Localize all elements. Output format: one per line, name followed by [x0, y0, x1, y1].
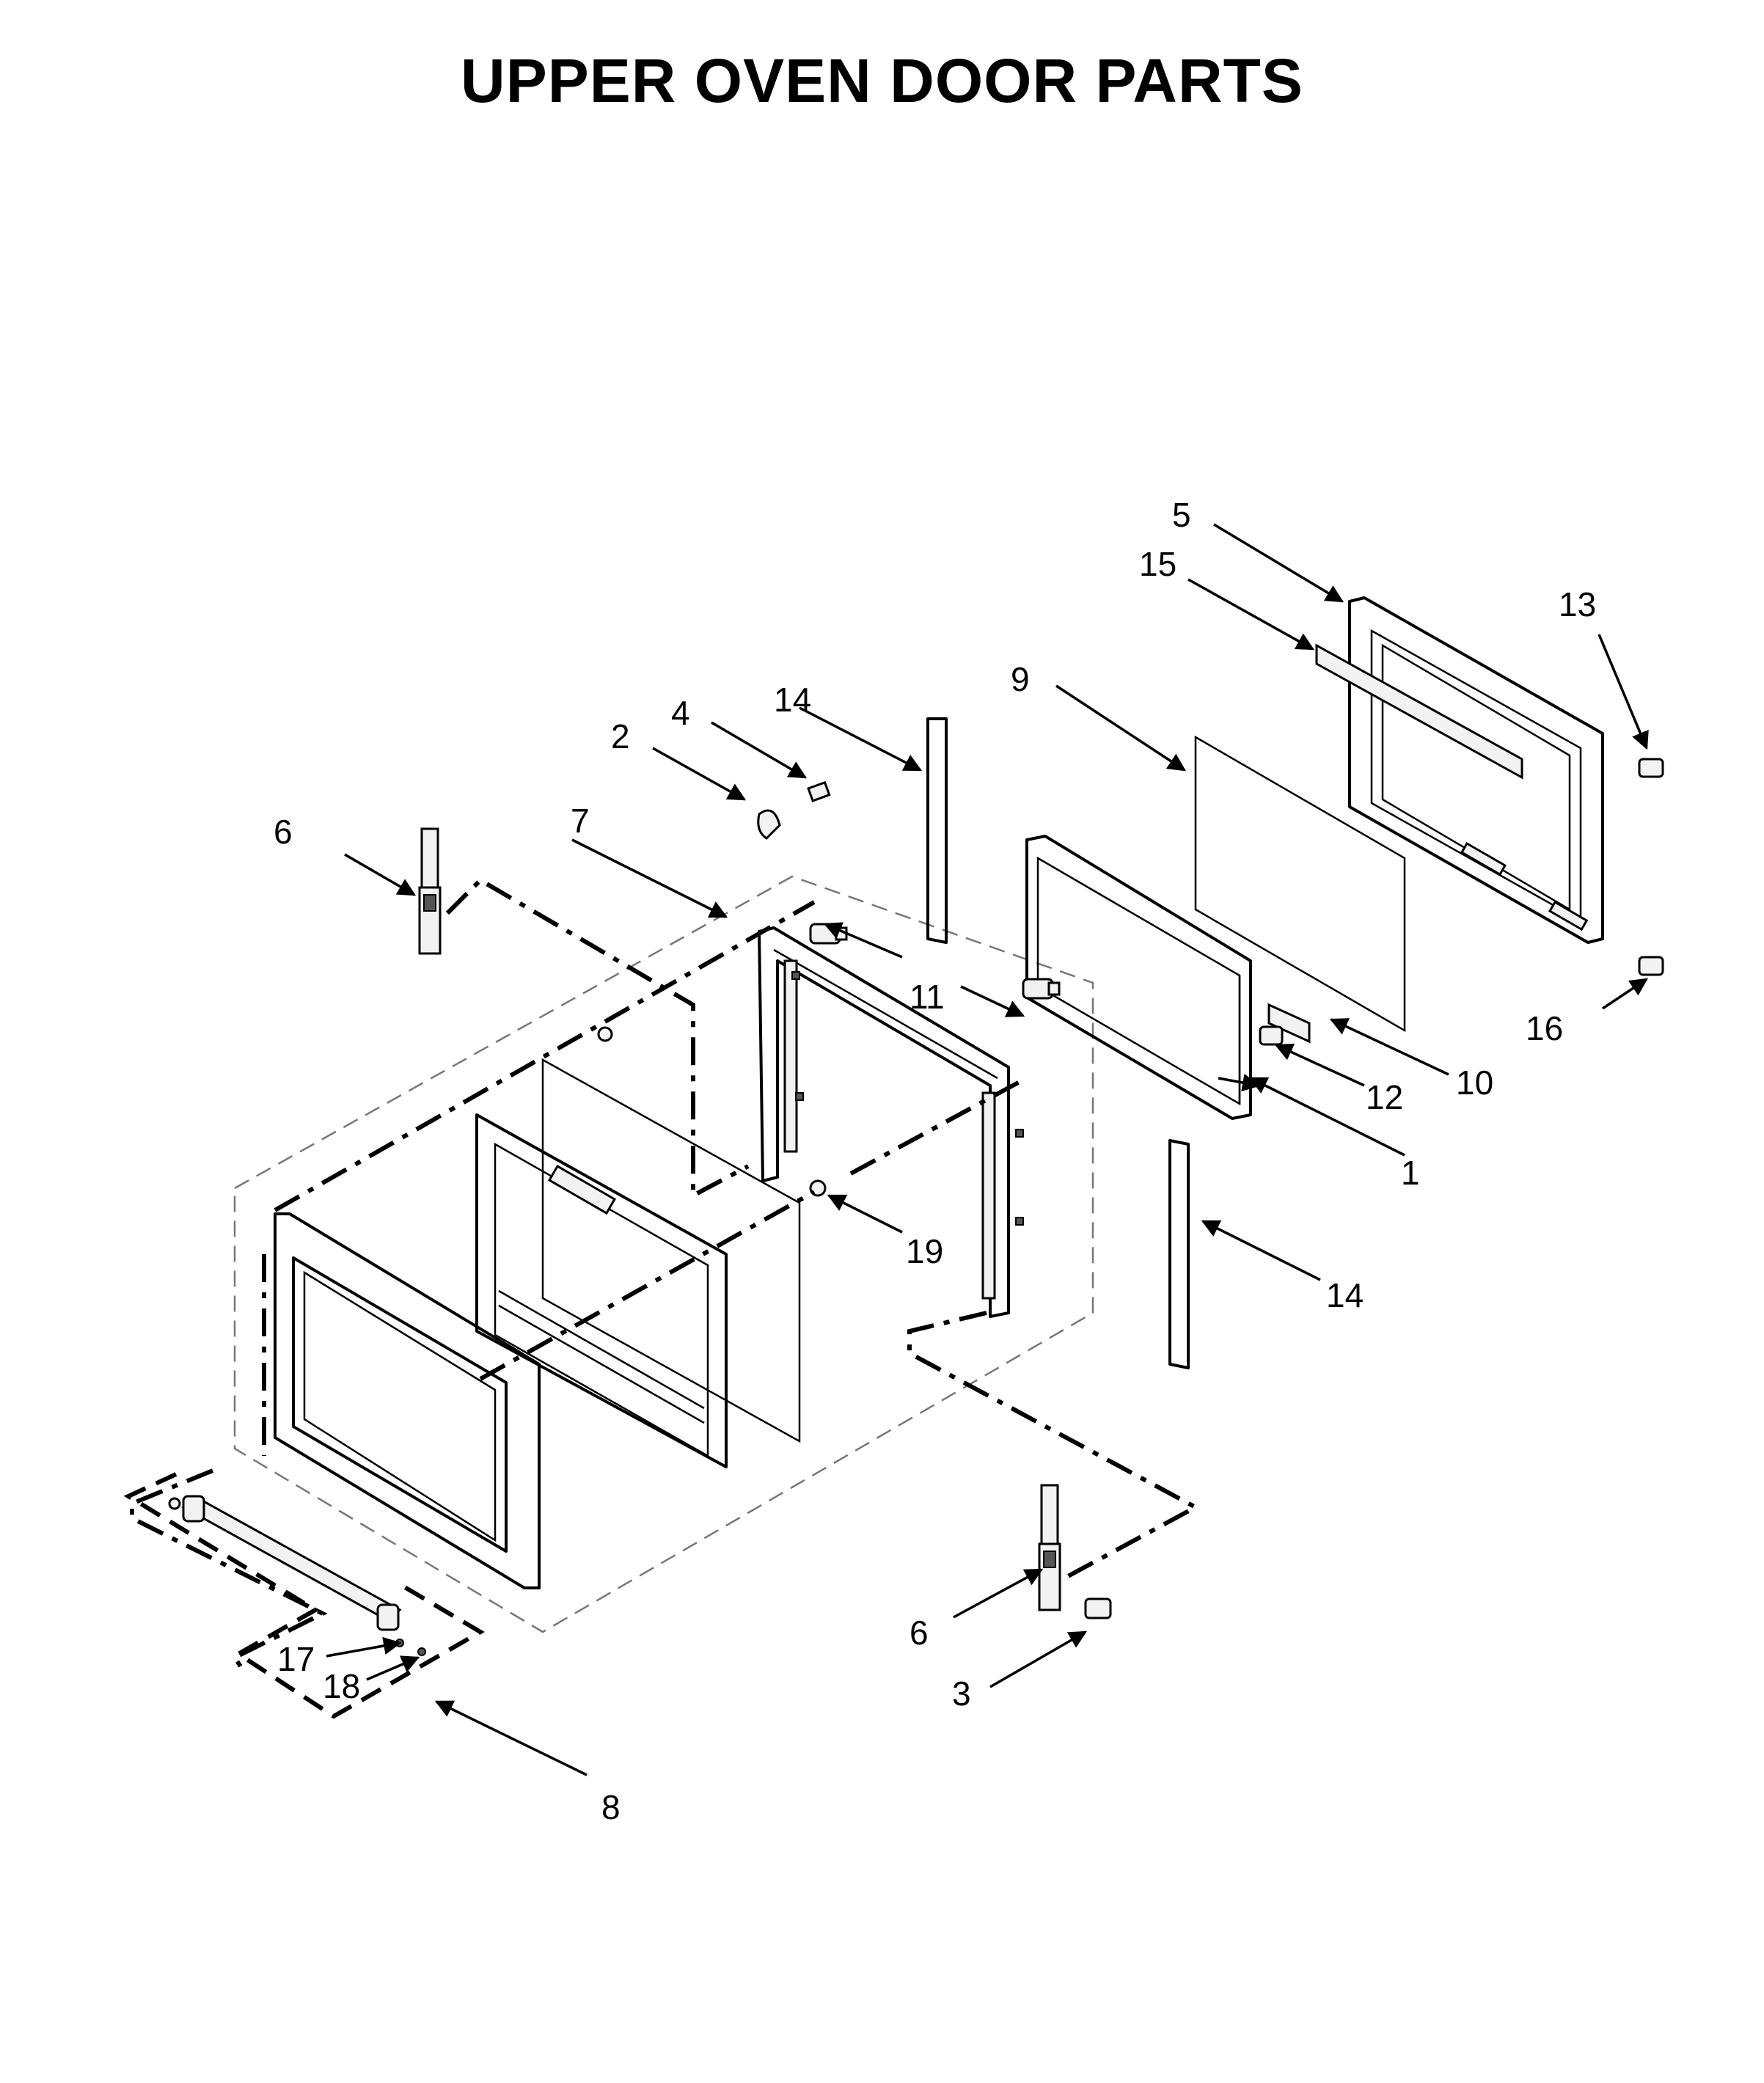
callout-2: 2	[611, 717, 630, 755]
inner-door-glass	[541, 1058, 801, 1443]
screw-panel-13	[1638, 758, 1664, 778]
callout-17: 17	[277, 1640, 315, 1678]
door-trim-strip	[1315, 643, 1523, 780]
screw-panel-16	[1638, 956, 1664, 976]
screw-upper-right	[1022, 978, 1061, 1000]
callout-labels: 1 2 3 4 5 6 6 7 8 9 10 11 12 13 14 14 15…	[274, 496, 1596, 1826]
callout-11: 11	[910, 978, 945, 1016]
leader-lines	[326, 523, 1649, 1776]
spacer-clip	[807, 780, 831, 802]
page-title: UPPER OVEN DOOR PARTS	[461, 46, 1303, 115]
callout-1: 1	[1401, 1154, 1420, 1192]
washer-left	[597, 1026, 613, 1042]
screw-upper-left	[809, 923, 848, 945]
inner-door-panel	[1315, 596, 1604, 944]
window-glass-panel	[1194, 735, 1406, 1033]
door-inner-frame	[475, 1113, 728, 1468]
callout-9: 9	[1011, 660, 1030, 698]
callout-12: 12	[1366, 1078, 1403, 1116]
callout-3: 3	[952, 1674, 971, 1713]
door-center-frame	[758, 926, 1024, 1318]
callout-18: 18	[323, 1667, 360, 1705]
callout-5: 5	[1172, 496, 1191, 534]
vent-strip-lower	[1168, 1139, 1190, 1369]
vent-strip-upper	[926, 717, 948, 944]
callout-19: 19	[906, 1232, 943, 1270]
callout-8: 8	[601, 1788, 621, 1826]
door-handle	[168, 1495, 426, 1656]
door-assembly-phantom-outline	[233, 875, 1094, 1633]
door-seal-frame	[1025, 835, 1252, 1120]
hinge-left	[418, 827, 442, 955]
callout-14-upper: 14	[774, 681, 811, 719]
callout-7: 7	[571, 802, 590, 840]
screw-panel-12	[1259, 1025, 1284, 1046]
callout-15: 15	[1139, 545, 1176, 583]
glass-support-bracket	[1267, 1003, 1311, 1044]
screw-hinge-3	[1084, 1597, 1112, 1619]
hinge-cover-clip	[757, 809, 781, 840]
callout-13: 13	[1559, 585, 1596, 623]
callout-6-right: 6	[910, 1614, 929, 1652]
assembly-lines	[130, 877, 1201, 1670]
hinge-right	[1038, 1484, 1061, 1611]
callout-14-lower: 14	[1326, 1276, 1364, 1314]
handle-group-outline	[123, 1472, 485, 1719]
callout-4: 4	[671, 694, 690, 732]
callout-10: 10	[1456, 1064, 1493, 1102]
callout-16: 16	[1526, 1009, 1563, 1047]
outer-door-panel	[274, 1212, 541, 1589]
callout-6-left: 6	[274, 813, 293, 851]
